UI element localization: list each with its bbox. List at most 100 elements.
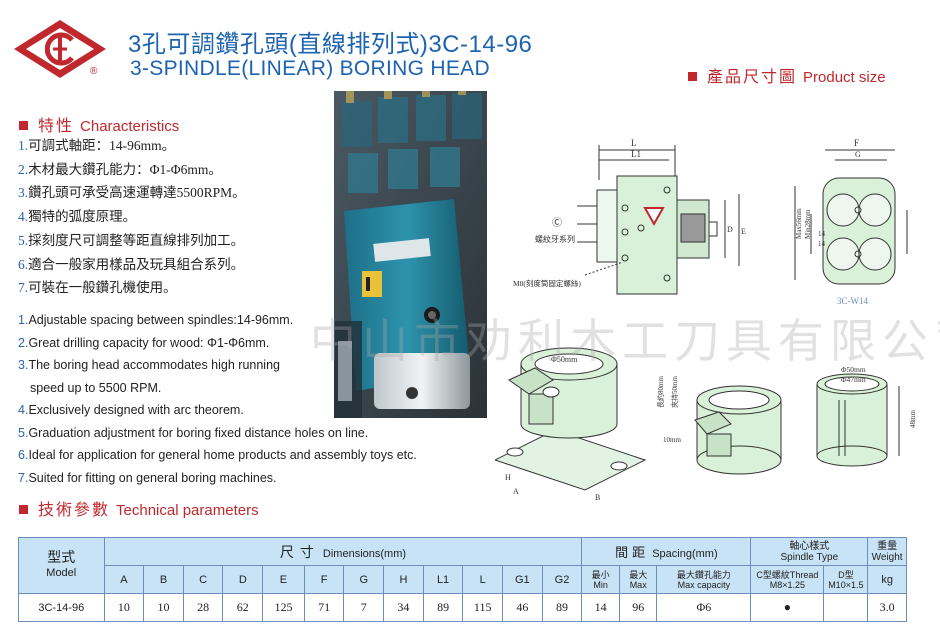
list-item: 4.獨特的弧度原理。 — [18, 209, 137, 225]
list-item: 1.Adjustable spacing between spindles:14… — [18, 313, 294, 327]
dim-cell: 46 — [502, 593, 543, 622]
col-header: B — [143, 565, 184, 594]
capacity-header: 最大鑽孔能力 Max capacity — [656, 565, 752, 594]
svg-text:3C-W14: 3C-W14 — [837, 296, 868, 306]
svg-text:10mm: 10mm — [663, 436, 681, 444]
dim-cell: 62 — [222, 593, 264, 622]
col-header: G — [343, 565, 385, 594]
svg-text:H: H — [505, 473, 511, 482]
list-item: 7.可裝在一般鑽孔機使用。 — [18, 280, 177, 296]
dimensions-header: 尺寸 Dimensions(mm) — [103, 537, 583, 566]
dim-cell: 10 — [143, 593, 184, 622]
dim-cell: 115 — [462, 593, 504, 622]
features-list-cn: 1.可調式軸距：14-96mm。 2.木材最大鑽孔能力：Φ1-Φ6mm。 3.鑽… — [18, 134, 246, 300]
list-item: 5.採刻度尺可調整等距直線排列加工。 — [18, 232, 245, 248]
table-row: 3C-14-96 10 10 28 62 125 71 7 34 89 115 … — [18, 593, 907, 622]
col-header: A — [103, 565, 145, 594]
dim-cell: 10 — [103, 593, 145, 622]
list-item: 6.Ideal for application for general home… — [18, 448, 417, 462]
d-type-cell — [823, 593, 869, 622]
company-logo — [14, 20, 106, 78]
dim-cell: 89 — [541, 593, 583, 622]
svg-text:Φ50mm: Φ50mm — [841, 365, 866, 374]
spec-table: 型式 Model 尺寸 Dimensions(mm) 間距 Spacing(mm… — [18, 537, 907, 622]
head-top-view — [577, 145, 740, 295]
max-cell: 96 — [618, 593, 658, 622]
list-item: 3.The boring head accommodates high runn… — [18, 358, 280, 372]
svg-text:B: B — [595, 493, 600, 502]
registered-mark: ® — [90, 66, 98, 77]
list-item: 2.Great drilling capacity for wood: Φ1-Φ… — [18, 335, 270, 350]
list-item: 4.Exclusively designed with arc theorem. — [18, 403, 244, 417]
dim-cell: 28 — [182, 593, 224, 622]
col-header: D — [222, 565, 264, 594]
spindle-type-header: 軸心樣式 Spindle Type — [750, 537, 869, 566]
svg-text:F: F — [854, 138, 859, 148]
c-type-header: C型螺紋Thread M8×1.25 — [750, 565, 825, 594]
svg-text:14: 14 — [818, 240, 826, 248]
spindle-side-view — [794, 149, 908, 285]
svg-text:Φ47mm: Φ47mm — [841, 375, 866, 384]
list-item: 2.木材最大鑽孔能力：Φ1-Φ6mm。 — [18, 161, 222, 177]
svg-text:Φ50mm: Φ50mm — [551, 355, 578, 364]
svg-text:Min28mm: Min28mm — [804, 209, 812, 239]
svg-text:G: G — [855, 150, 861, 159]
clamp-base-drawing — [495, 347, 647, 491]
d-type-header: D型 M10×1.5 — [823, 565, 869, 594]
dim-cell: 89 — [422, 593, 464, 622]
c-type-cell: ● — [750, 593, 825, 622]
bullet-square-icon — [19, 505, 28, 514]
capacity-cell: Φ6 — [656, 593, 752, 622]
svg-text:長約80mm: 長約80mm — [656, 376, 665, 408]
dim-cell: 71 — [303, 593, 345, 622]
sleeve-drawing — [816, 373, 900, 467]
col-header: C — [182, 565, 224, 594]
min-cell: 14 — [581, 593, 620, 622]
svg-text:L: L — [631, 138, 637, 148]
col-header: G2 — [541, 565, 583, 594]
list-item: 1.可調式軸距：14-96mm。 — [18, 138, 176, 153]
features-list-en: 1.Adjustable spacing between spindles:14… — [18, 309, 417, 489]
list-item: speed up to 5500 RPM. — [30, 380, 162, 395]
model-cell: 3C-14-96 — [18, 593, 105, 622]
col-header: L1 — [422, 565, 464, 594]
list-item: 6.適合一般家用樣品及玩具組合系列。 — [18, 256, 245, 272]
col-header: F — [303, 565, 345, 594]
page-title-en: 3-SPINDLE(LINEAR) BORING HEAD — [130, 57, 490, 80]
table-header-row: 型式 Model 尺寸 Dimensions(mm) 間距 Spacing(mm… — [18, 537, 907, 594]
table-subheader-row: A B C D E F G H L1 L G1 G2 最小 Min 最大 Max… — [19, 565, 907, 594]
svg-text:D: D — [727, 225, 733, 234]
col-header: H — [383, 565, 424, 594]
svg-text:E: E — [741, 227, 746, 236]
svg-text:Max56mm: Max56mm — [795, 208, 803, 239]
dim-cell: 125 — [262, 593, 305, 622]
max-header: 最大 Max — [618, 565, 658, 594]
svg-text:L1: L1 — [631, 149, 641, 159]
list-item: 5.Graduation adjustment for boring fixed… — [18, 425, 369, 440]
dim-cell: 7 — [343, 593, 385, 622]
spacing-header: 間距 Spacing(mm) — [581, 537, 752, 566]
svg-text:Ⓒ: Ⓒ — [552, 217, 562, 229]
weight-header: 重量 Weight — [867, 537, 907, 566]
bullet-square-icon — [688, 72, 697, 81]
svg-text:14: 14 — [818, 230, 826, 238]
list-item: 3.鑽孔頭可承受高速運轉達5500RPM。 — [18, 185, 246, 201]
clamp-ring-drawing — [694, 385, 782, 475]
product-size-drawing: Ⓒ 螺紋牙系列 M8(刻度筒固定螺絲) L L1 D E F G Max56mm… — [495, 138, 917, 502]
svg-text:A: A — [513, 487, 519, 496]
dim-cell: 34 — [383, 593, 424, 622]
page-title-cn: 3孔可調鑽孔頭(直線排列式)3C-14-96 — [128, 31, 533, 58]
product-photo — [334, 91, 487, 418]
list-item: 7.Suited for fitting on general boring m… — [18, 470, 277, 485]
model-header: 型式 Model — [18, 537, 105, 594]
svg-text:螺紋牙系列: 螺紋牙系列 — [535, 234, 575, 244]
weight-cell: 3.0 — [867, 593, 907, 622]
col-header: E — [262, 565, 305, 594]
col-header: G1 — [502, 565, 543, 594]
min-header: 最小 Min — [581, 565, 620, 594]
col-header: L — [462, 565, 504, 594]
svg-text:夾持50mm: 夾持50mm — [670, 376, 679, 408]
